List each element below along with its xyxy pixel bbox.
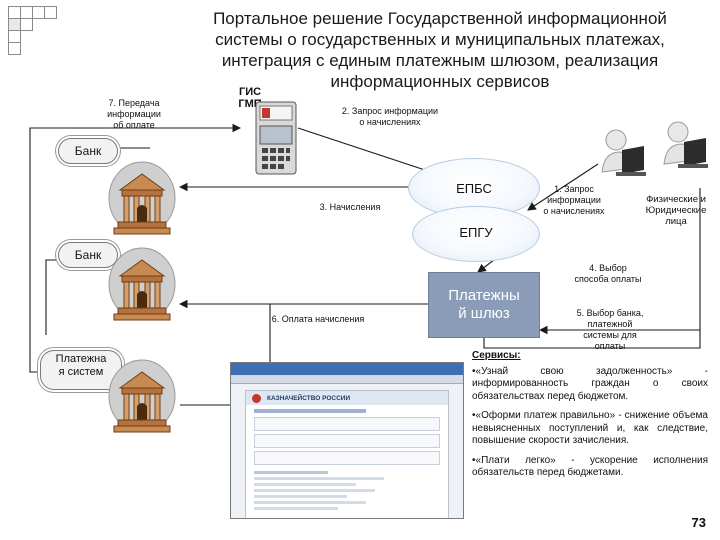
person-laptop-icon [663,121,708,168]
step-3-label: 3. Начисления [319,202,381,212]
arrow-step-2 [297,127,442,177]
service-item: •«Плати легко» - ускорение исполнения об… [472,454,708,479]
step-7-label: 7. Передача информации об оплате [107,98,161,130]
service-item: •«Узнай свою задолженность» - информиров… [472,365,708,402]
bank-building-icon [108,359,176,433]
epgu-label: ЕПГУ [459,225,493,240]
service-item: •«Оформи платеж правильно» - снижение об… [472,410,708,446]
step-1-label: 1. Запрос информации о начислениях [543,184,605,216]
arrow-step-7 [29,123,242,373]
step-4-label: 4. Выбор способа оплаты [574,263,642,284]
epbs-label: ЕПБС [456,181,492,196]
step-2-label: 2. Запрос информации о начислениях [341,106,439,127]
portal-screenshot: КАЗНАЧЕЙСТВО РОССИИ [230,362,464,519]
epgu-node: ЕПГУ [412,206,540,262]
bank-building-icon [108,161,176,235]
arrow-step-1 [527,163,599,211]
bank-building-icon [108,247,176,321]
services-block: Сервисы: •«Узнай свою задолженность» - и… [472,350,708,487]
payment-gateway-node: Платежны й шлюз [428,272,540,338]
slide-title: Портальное решение Государственной инфор… [213,9,667,91]
deco-square [44,6,57,19]
terminal-icon [255,101,297,175]
bank-top-node: Банк [58,138,118,164]
treasury-emblem-icon [252,393,261,403]
step-5-label: 5. Выбор банка, платежной системы для оп… [576,308,644,351]
browser-bar [231,363,463,375]
page-number: 73 [691,515,706,530]
deco-square [8,42,21,55]
persons-label: Физические и Юридические лица [645,194,707,227]
services-heading: Сервисы: [472,350,521,361]
person-laptop-icon [601,129,646,176]
bank-mid-node: Банк [58,242,118,268]
step-6-label: 6. Оплата начисления [271,314,365,324]
browser-toolbar [231,375,463,384]
deco-square [20,18,33,31]
portal-header: КАЗНАЧЕЙСТВО РОССИИ [267,394,351,402]
